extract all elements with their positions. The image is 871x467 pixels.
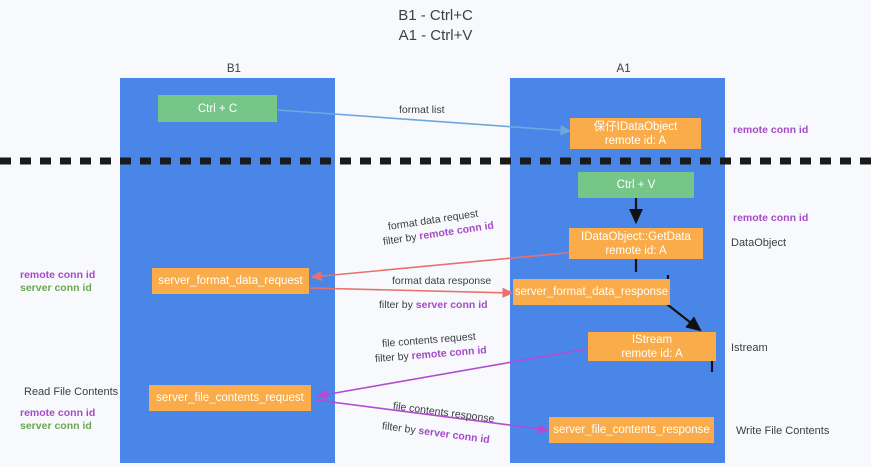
box-istream-title: IStream [631,333,673,346]
box-server-format-data-response-label: server_format_data_response [514,286,669,298]
box-server-file-contents-request-label: server_file_contents_request [156,392,304,404]
right-label-dataobject: DataObject [731,237,787,249]
title-line-1: B1 - Ctrl+C [398,7,473,24]
box-istream[interactable]: IStream remote id: A [588,332,716,361]
left-label-read-file-contents: Read File Contents [24,386,119,398]
edge-label-format-data-response-filter: filter by server conn id [379,298,488,312]
filter-prefix: filter by [381,420,420,437]
box-ctrl-c[interactable]: Ctrl + C [158,95,277,122]
filter-prefix: filter by [374,350,413,365]
left-label-server-conn-id-1: server conn id [20,282,92,294]
box-getdata-sub: remote id: A [605,244,667,257]
arrow-format-data-response [309,287,514,298]
title-line-2: A1 - Ctrl+V [398,27,473,44]
filter-prefix: filter by [382,230,421,248]
filter-key-server-conn-id: server conn id [415,299,488,311]
left-label-remote-conn-id-2: remote conn id [20,407,96,419]
right-label-remote-conn-id-top: remote conn id [733,124,809,136]
right-label-write-file-contents: Write File Contents [736,425,830,437]
box-ctrl-v-label: Ctrl + V [616,179,656,191]
box-server-format-data-request[interactable]: server_format_data_request [152,268,309,294]
column-header-a1-name: A1 [616,63,631,75]
filter-key-server-conn-id: server conn id [417,424,491,447]
edge-label-format-data-response: format data response [392,275,492,287]
box-getdata-title: IDataObject::GetData [581,230,691,243]
box-save-dataobject-title: 保仔IDataObject [593,120,678,133]
box-server-format-data-response[interactable]: server_format_data_response [513,279,670,305]
filter-prefix: filter by [379,299,416,311]
right-label-remote-conn-id-mid: remote conn id [733,212,809,224]
box-save-dataobject-sub: remote id: A [604,134,667,147]
column-header-b1-name: B1 [226,63,241,75]
box-ctrl-c-label: Ctrl + C [197,102,238,115]
page-title: B1 - Ctrl+C A1 - Ctrl+V [0,6,871,46]
box-save-dataobject[interactable]: 保仔IDataObject remote id: A [570,118,701,149]
edge-label-format-list: format list [399,104,445,116]
box-idataobject-getdata[interactable]: IDataObject::GetData remote id: A [569,228,703,259]
box-server-file-contents-response[interactable]: server_file_contents_response [549,417,714,443]
left-label-remote-conn-id-1: remote conn id [20,269,96,281]
box-server-format-data-request-label: server_format_data_request [158,275,303,287]
box-server-file-contents-request[interactable]: server_file_contents_request [149,385,311,411]
box-istream-sub: remote id: A [621,347,683,360]
box-ctrl-v[interactable]: Ctrl + V [578,172,694,198]
left-label-server-conn-id-2: server conn id [20,420,92,432]
box-server-file-contents-response-label: server_file_contents_response [553,424,710,436]
right-label-istream: Istream [731,342,768,354]
